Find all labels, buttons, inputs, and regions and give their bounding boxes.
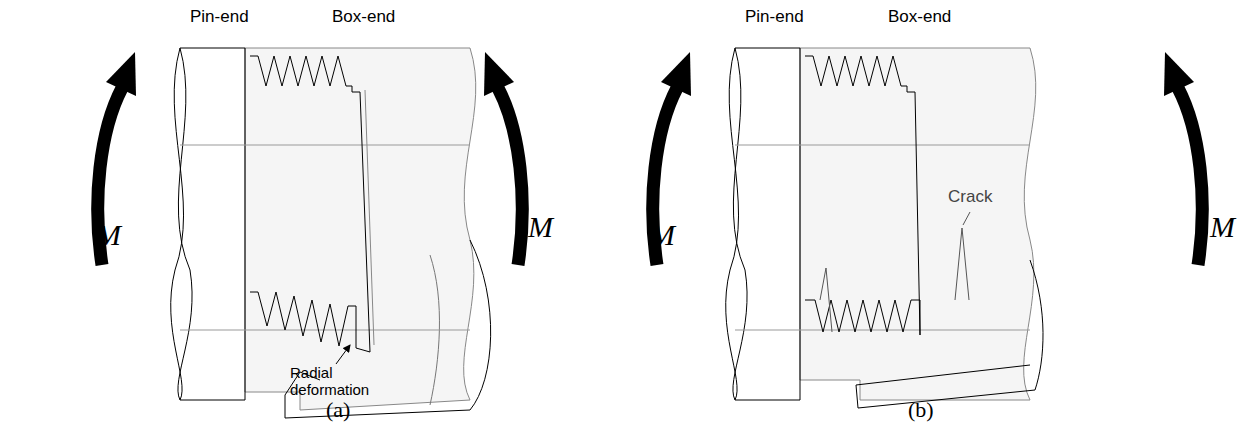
moment-symbol: M	[528, 210, 553, 243]
part-label: Box-end	[888, 8, 951, 27]
subfigure-caption: (b)	[908, 398, 934, 422]
annotation-label: Radial deformation	[290, 365, 382, 398]
part-label: Pin-end	[745, 8, 804, 27]
part-label: Pin-end	[190, 8, 249, 27]
panel-a	[171, 48, 491, 418]
panel-b	[726, 48, 1043, 408]
moment-symbol: M	[96, 218, 121, 251]
annotation-label: Crack	[948, 188, 992, 207]
moment-symbol: M	[1210, 210, 1235, 243]
part-label: Box-end	[332, 8, 395, 27]
moment-arrows	[98, 88, 1203, 265]
subfigure-caption: (a)	[326, 398, 350, 422]
moment-symbol: M	[650, 218, 675, 251]
moment-heads	[106, 52, 1194, 96]
